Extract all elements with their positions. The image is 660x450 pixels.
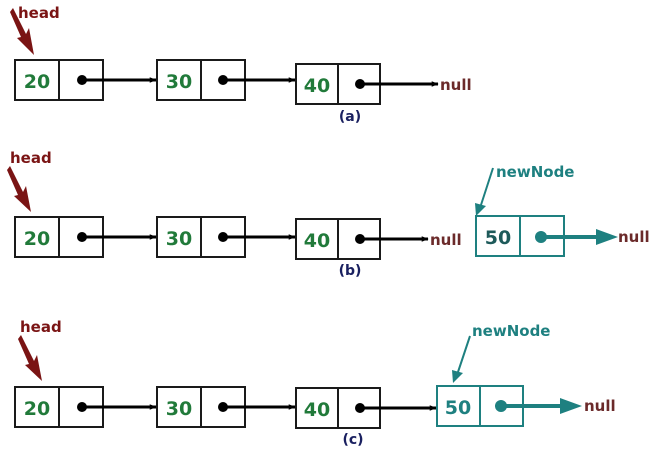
head-label: head: [10, 149, 52, 167]
new-node-label: newNode: [496, 163, 574, 181]
node-value: 40: [304, 399, 330, 421]
panel-a: head 20 30 40 null (a): [10, 4, 472, 125]
next-arrowhead: [560, 398, 582, 414]
head-arrow: [7, 166, 31, 212]
node-data-cell: [475, 215, 521, 257]
head-label: head: [18, 4, 60, 22]
node-value: 20: [24, 398, 50, 420]
node-20: 20: [14, 59, 104, 101]
panel-caption: (a): [339, 109, 361, 125]
node-value: 20: [24, 71, 50, 93]
node-value: 20: [24, 228, 50, 250]
node-40: 40: [295, 218, 381, 260]
node-40: 40: [295, 387, 381, 429]
null-label: null: [430, 231, 462, 249]
null-label: null: [618, 228, 650, 246]
null-label: null: [584, 397, 616, 415]
node-value: 30: [166, 71, 192, 93]
node-data-cell: [295, 387, 339, 429]
node-50-new: 50: [475, 215, 565, 257]
node-value: 30: [166, 228, 192, 250]
node-value: 40: [304, 230, 330, 252]
head-arrow: [10, 8, 34, 55]
new-node-arrow: [479, 167, 494, 209]
node-value: 50: [485, 227, 511, 249]
node-40: 40: [295, 63, 381, 105]
new-node-arrowhead: [452, 370, 463, 383]
new-node-label: newNode: [472, 322, 550, 340]
next-arrowhead: [596, 229, 618, 245]
panel-caption: (b): [339, 263, 362, 279]
panel-caption: (c): [342, 432, 363, 448]
node-value: 40: [304, 75, 330, 97]
panel-c: head 20 30 40 newNode 50: [14, 318, 616, 448]
panel-b: head 20 30 40 null newNode: [7, 149, 650, 279]
node-value: 30: [166, 398, 192, 420]
node-value: 50: [445, 397, 471, 419]
head-label: head: [20, 318, 62, 336]
null-label: null: [440, 76, 472, 94]
head-arrow: [18, 335, 42, 381]
new-node-arrowhead: [475, 203, 486, 216]
node-data-cell: [295, 218, 339, 260]
new-node-arrow: [456, 335, 471, 376]
